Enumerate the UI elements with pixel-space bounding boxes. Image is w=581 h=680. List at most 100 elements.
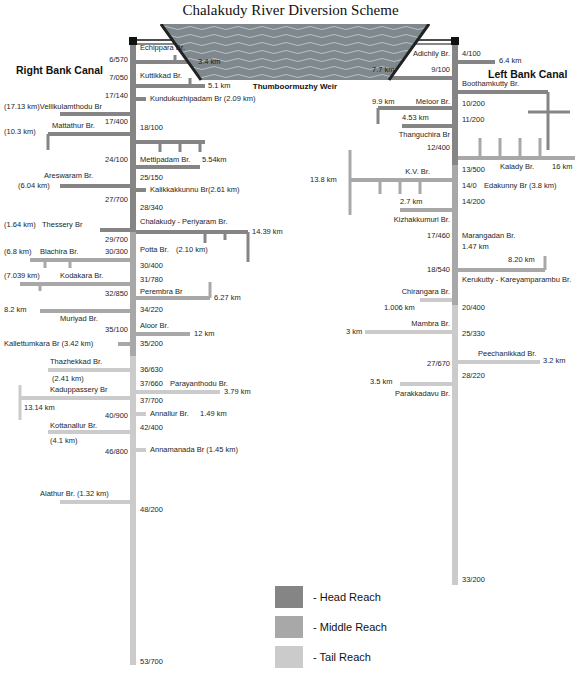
branch-label: Kundukuzhipadam Br (2.09 km) xyxy=(150,95,255,104)
legend-text: - Tail Reach xyxy=(313,651,371,663)
canal-bar xyxy=(136,332,190,336)
branch-label: 29/700 xyxy=(105,236,128,245)
legend-swatch xyxy=(275,586,303,608)
canal-bar xyxy=(458,156,575,160)
branch-label: Thazhekkad Br. xyxy=(50,358,102,367)
canal-branches xyxy=(20,40,575,665)
branch-label: 18/540 xyxy=(427,266,450,275)
canal-bar xyxy=(118,342,130,346)
branch-label: Kaduppassery Br xyxy=(50,386,108,395)
branch-label: 4.53 km xyxy=(402,114,429,123)
canal-bar xyxy=(60,112,130,116)
legend-text: - Middle Reach xyxy=(313,621,387,633)
link-line xyxy=(415,43,457,44)
canal-bar xyxy=(224,232,227,240)
canal-bar xyxy=(458,60,495,64)
branch-label: 37/660 xyxy=(140,380,163,389)
weir-water xyxy=(160,24,430,80)
branch-label: 11/200 xyxy=(462,116,484,125)
branch-label: Mambra Br. xyxy=(411,320,450,329)
legend-item: - Tail Reach xyxy=(275,646,371,668)
branch-label: Boothamkutty Br. xyxy=(462,80,519,89)
canal-bar xyxy=(199,142,202,152)
branch-label: 5.1 km xyxy=(208,82,231,91)
branch-label: 32/850 xyxy=(105,290,128,299)
branch-label: Kalady Br. xyxy=(500,163,534,172)
branch-label: Kalikkakkunnu Br(2.61 km) xyxy=(150,186,240,195)
branch-label: 30/300 xyxy=(105,248,128,257)
canal-bar xyxy=(40,309,130,313)
branch-label: 3.79 km xyxy=(224,388,251,397)
branch-label: Annallur Br. xyxy=(150,410,189,419)
canal-bar xyxy=(189,78,192,86)
branch-label: 5.54km xyxy=(202,156,227,165)
canal-bar xyxy=(420,298,452,302)
branch-label: Chalakudy - Periyaram Br. xyxy=(140,218,228,227)
canal-bar xyxy=(130,356,136,665)
diagram-title: Chalakudy River Diversion Scheme xyxy=(0,2,581,19)
branch-label: Parakkadavu Br. xyxy=(395,390,450,399)
canal-bar xyxy=(136,412,146,416)
branch-label: 17/460 xyxy=(427,232,450,241)
branch-label: 31/780 xyxy=(140,276,163,285)
branch-label: Kottanallur Br. xyxy=(50,422,97,431)
branch-label: 1.47 km xyxy=(462,243,489,252)
canal-bar xyxy=(458,268,545,272)
canal-bar xyxy=(400,208,452,212)
branch-label: 7/050 xyxy=(109,74,128,83)
canal-bar xyxy=(452,40,458,165)
branch-label: Mettipadam Br. xyxy=(140,156,190,165)
junction-block xyxy=(129,37,137,45)
branch-label: 13/500 xyxy=(462,166,485,175)
branch-label: 46/800 xyxy=(105,448,128,457)
canal-bar xyxy=(452,165,458,305)
branch-label: 10/200 xyxy=(462,100,485,109)
legend-swatch xyxy=(275,646,303,668)
canal-bar xyxy=(499,138,502,158)
branch-label: (2.41 km) xyxy=(52,375,84,384)
branch-label: 9.9 km xyxy=(372,98,395,107)
branch-label: 42/400 xyxy=(140,424,163,433)
branch-label: 6.4 km xyxy=(499,57,522,66)
canal-bar xyxy=(204,232,207,243)
canal-bar xyxy=(136,230,248,234)
canal-bar xyxy=(458,90,548,94)
branch-label: Mattathur Br. xyxy=(52,122,95,131)
branch-label: Perembra Br xyxy=(140,288,183,297)
canal-bar xyxy=(20,396,130,400)
branch-label: 35/200 xyxy=(140,340,163,349)
branch-label: Kizhakkumuri Br. xyxy=(394,216,450,225)
branch-label: (2.10 km) xyxy=(176,246,208,255)
branch-label: (7.039 km) xyxy=(4,272,40,281)
branch-label: 13.14 km xyxy=(24,404,55,413)
branch-label: Marangadan Br. xyxy=(462,232,515,241)
canal-bar xyxy=(20,282,130,286)
branch-label: Muriyad Br. xyxy=(60,315,98,324)
branch-label: 3.5 km xyxy=(370,378,393,387)
branch-label: 1.49 km xyxy=(200,410,227,419)
legend-text: - Head Reach xyxy=(313,591,381,603)
canal-bar xyxy=(69,260,72,268)
canal-bar xyxy=(179,142,182,152)
canal-bar xyxy=(136,165,200,169)
branch-label: 48/200 xyxy=(140,506,163,515)
branch-label: 37/700 xyxy=(140,397,163,406)
branch-label: Areswaram Br. xyxy=(44,172,93,181)
branch-label: (6.8 km) xyxy=(4,248,32,257)
canal-bar xyxy=(136,296,210,300)
branch-label: Potta Br. xyxy=(140,246,169,255)
branch-label: 34/220 xyxy=(140,306,163,315)
canal-bar xyxy=(130,232,136,356)
branch-label: 28/340 xyxy=(140,204,163,213)
canal-bar xyxy=(349,150,352,215)
branch-label: 12 km xyxy=(194,330,214,339)
branch-label: (17.13 km)Vellikulamthodu Br xyxy=(4,103,102,112)
branch-label: Peechanikkad Br. xyxy=(478,350,536,359)
branch-label: Parayanthodu Br. xyxy=(170,380,228,389)
branch-label: Kerukutty - Kareyamparambu Br. xyxy=(462,276,572,285)
branch-label: 25/330 xyxy=(462,330,485,339)
canal-bar xyxy=(402,124,452,128)
branch-label: 8.2 km xyxy=(4,306,27,315)
branch-label: Annamanada Br (1.45 km) xyxy=(150,446,238,455)
branch-label: Kodakara Br. xyxy=(60,272,103,281)
